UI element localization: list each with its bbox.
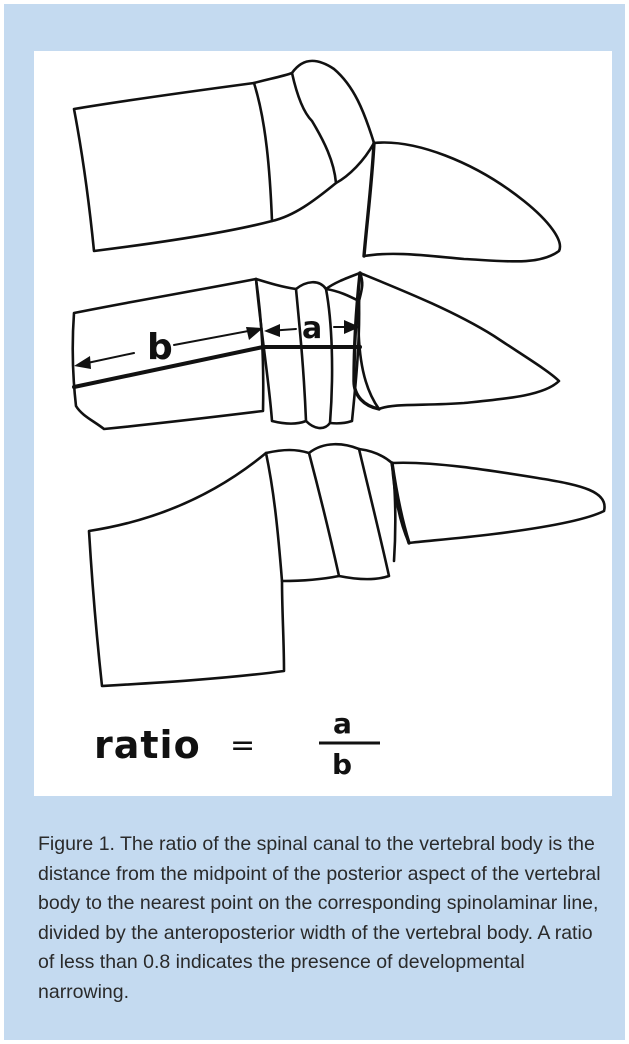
b-arrowhead-right (246, 327, 263, 340)
lower-facet-right (357, 447, 397, 563)
a-arrowhead-right (344, 320, 360, 334)
upper-facet-edge (290, 59, 376, 185)
label-b: b (147, 327, 173, 368)
lower-vertebral-body (87, 451, 286, 688)
middle-spinous-process (357, 271, 561, 411)
lower-facet-center (307, 442, 391, 581)
a-arrowhead-left (264, 324, 280, 337)
vertebrae-diagram: b a ratio = a b (71, 59, 606, 781)
lower-facet-left (264, 448, 341, 583)
ratio-equals: = (230, 728, 255, 763)
upper-vertebral-body (72, 81, 274, 253)
lower-spinolaminar-line (390, 461, 411, 545)
upper-spinous-process (362, 141, 562, 263)
middle-vertebral-body (71, 277, 265, 431)
b-arrowhead-left (74, 356, 91, 369)
ratio-denominator: b (332, 748, 352, 781)
label-a: a (302, 311, 322, 346)
upper-facet (252, 71, 338, 223)
figure-caption: Figure 1. The ratio of the spinal canal … (38, 833, 601, 1003)
b-measure-line (72, 345, 265, 389)
figure-image: b a ratio = a b (34, 51, 612, 796)
upper-spinolaminar-line (362, 141, 376, 258)
ratio-numerator: a (333, 707, 352, 740)
lower-spinous-process (390, 461, 606, 545)
middle-facet-right (324, 287, 361, 425)
b-dimension-line-right (173, 328, 260, 346)
ratio-word: ratio (94, 723, 201, 767)
middle-spinolaminar-line (352, 271, 381, 411)
